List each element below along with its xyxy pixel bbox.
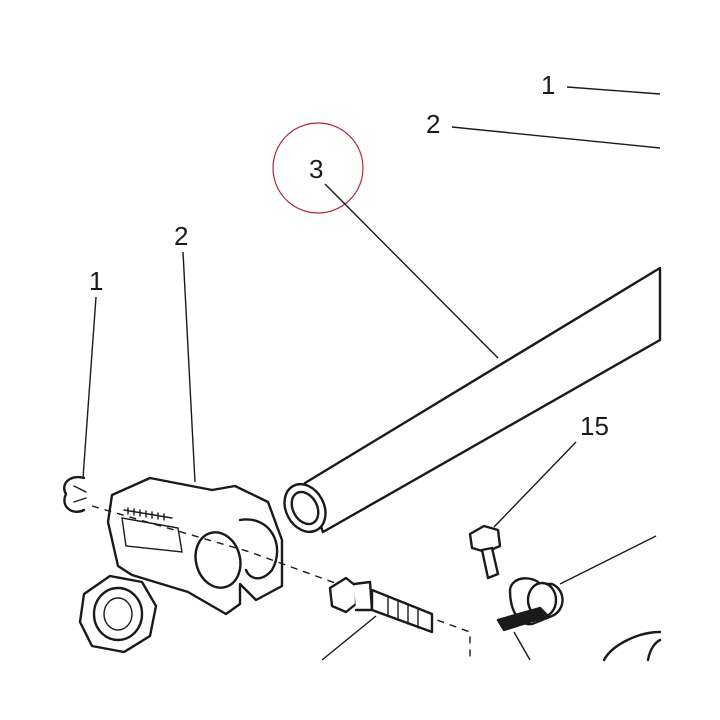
small-bolt-shank [480, 546, 500, 580]
callout-axle-3[interactable]: 3 [309, 154, 499, 359]
adjuster-bolt[interactable] [321, 576, 434, 661]
bolt-shank [370, 588, 434, 634]
bolt-leader-line [321, 615, 377, 661]
partial-part-bottom-right [602, 630, 662, 662]
small-bolt-head [468, 524, 502, 554]
callout-adjuster-2[interactable]: 2 [174, 221, 196, 483]
axle-body [303, 266, 662, 534]
clamp-tab [496, 606, 550, 632]
assembly-axis-line [91, 505, 471, 660]
leader-line [493, 441, 577, 528]
leader-line [324, 183, 499, 359]
leader-line [82, 296, 97, 479]
adjuster-slot [121, 517, 183, 553]
callout-label: 2 [426, 109, 440, 139]
e-clip-body [63, 475, 86, 513]
clamp-leader-line [559, 535, 657, 585]
hose-clamp[interactable] [496, 535, 657, 661]
nut-inner [103, 597, 133, 631]
adjuster-hole [194, 531, 242, 589]
leader-line [566, 86, 661, 95]
bolt-head [328, 576, 358, 614]
clamp-leader-line-lower [513, 631, 531, 661]
callout-label: 3 [309, 154, 323, 184]
callout-top-right-1[interactable]: 1 [541, 70, 661, 100]
e-clip-tabs [73, 485, 87, 503]
callout-label: 1 [541, 70, 555, 100]
nut-bore [92, 586, 144, 642]
adjuster-boss [238, 518, 279, 580]
selected-callout-highlight [272, 122, 364, 214]
small-flange-bolt[interactable] [468, 524, 502, 580]
chain-adjuster[interactable] [106, 476, 284, 616]
callout-label: 15 [580, 411, 609, 441]
axle-end-inner [290, 490, 320, 526]
callout-clip-1[interactable]: 1 [82, 266, 103, 479]
callout-label: 1 [89, 266, 103, 296]
leader-line [182, 251, 196, 483]
axle-tube[interactable] [276, 266, 662, 539]
callout-label: 2 [174, 221, 188, 251]
callout-bolt-15[interactable]: 15 [493, 411, 609, 528]
flange-nut[interactable] [78, 574, 158, 654]
callout-top-right-2[interactable]: 2 [426, 109, 661, 149]
leader-line [451, 126, 661, 149]
bolt-collar [352, 580, 374, 612]
e-clip[interactable] [63, 475, 87, 513]
bolt-thread [387, 595, 419, 629]
adjuster-scale-ticks [127, 507, 165, 521]
